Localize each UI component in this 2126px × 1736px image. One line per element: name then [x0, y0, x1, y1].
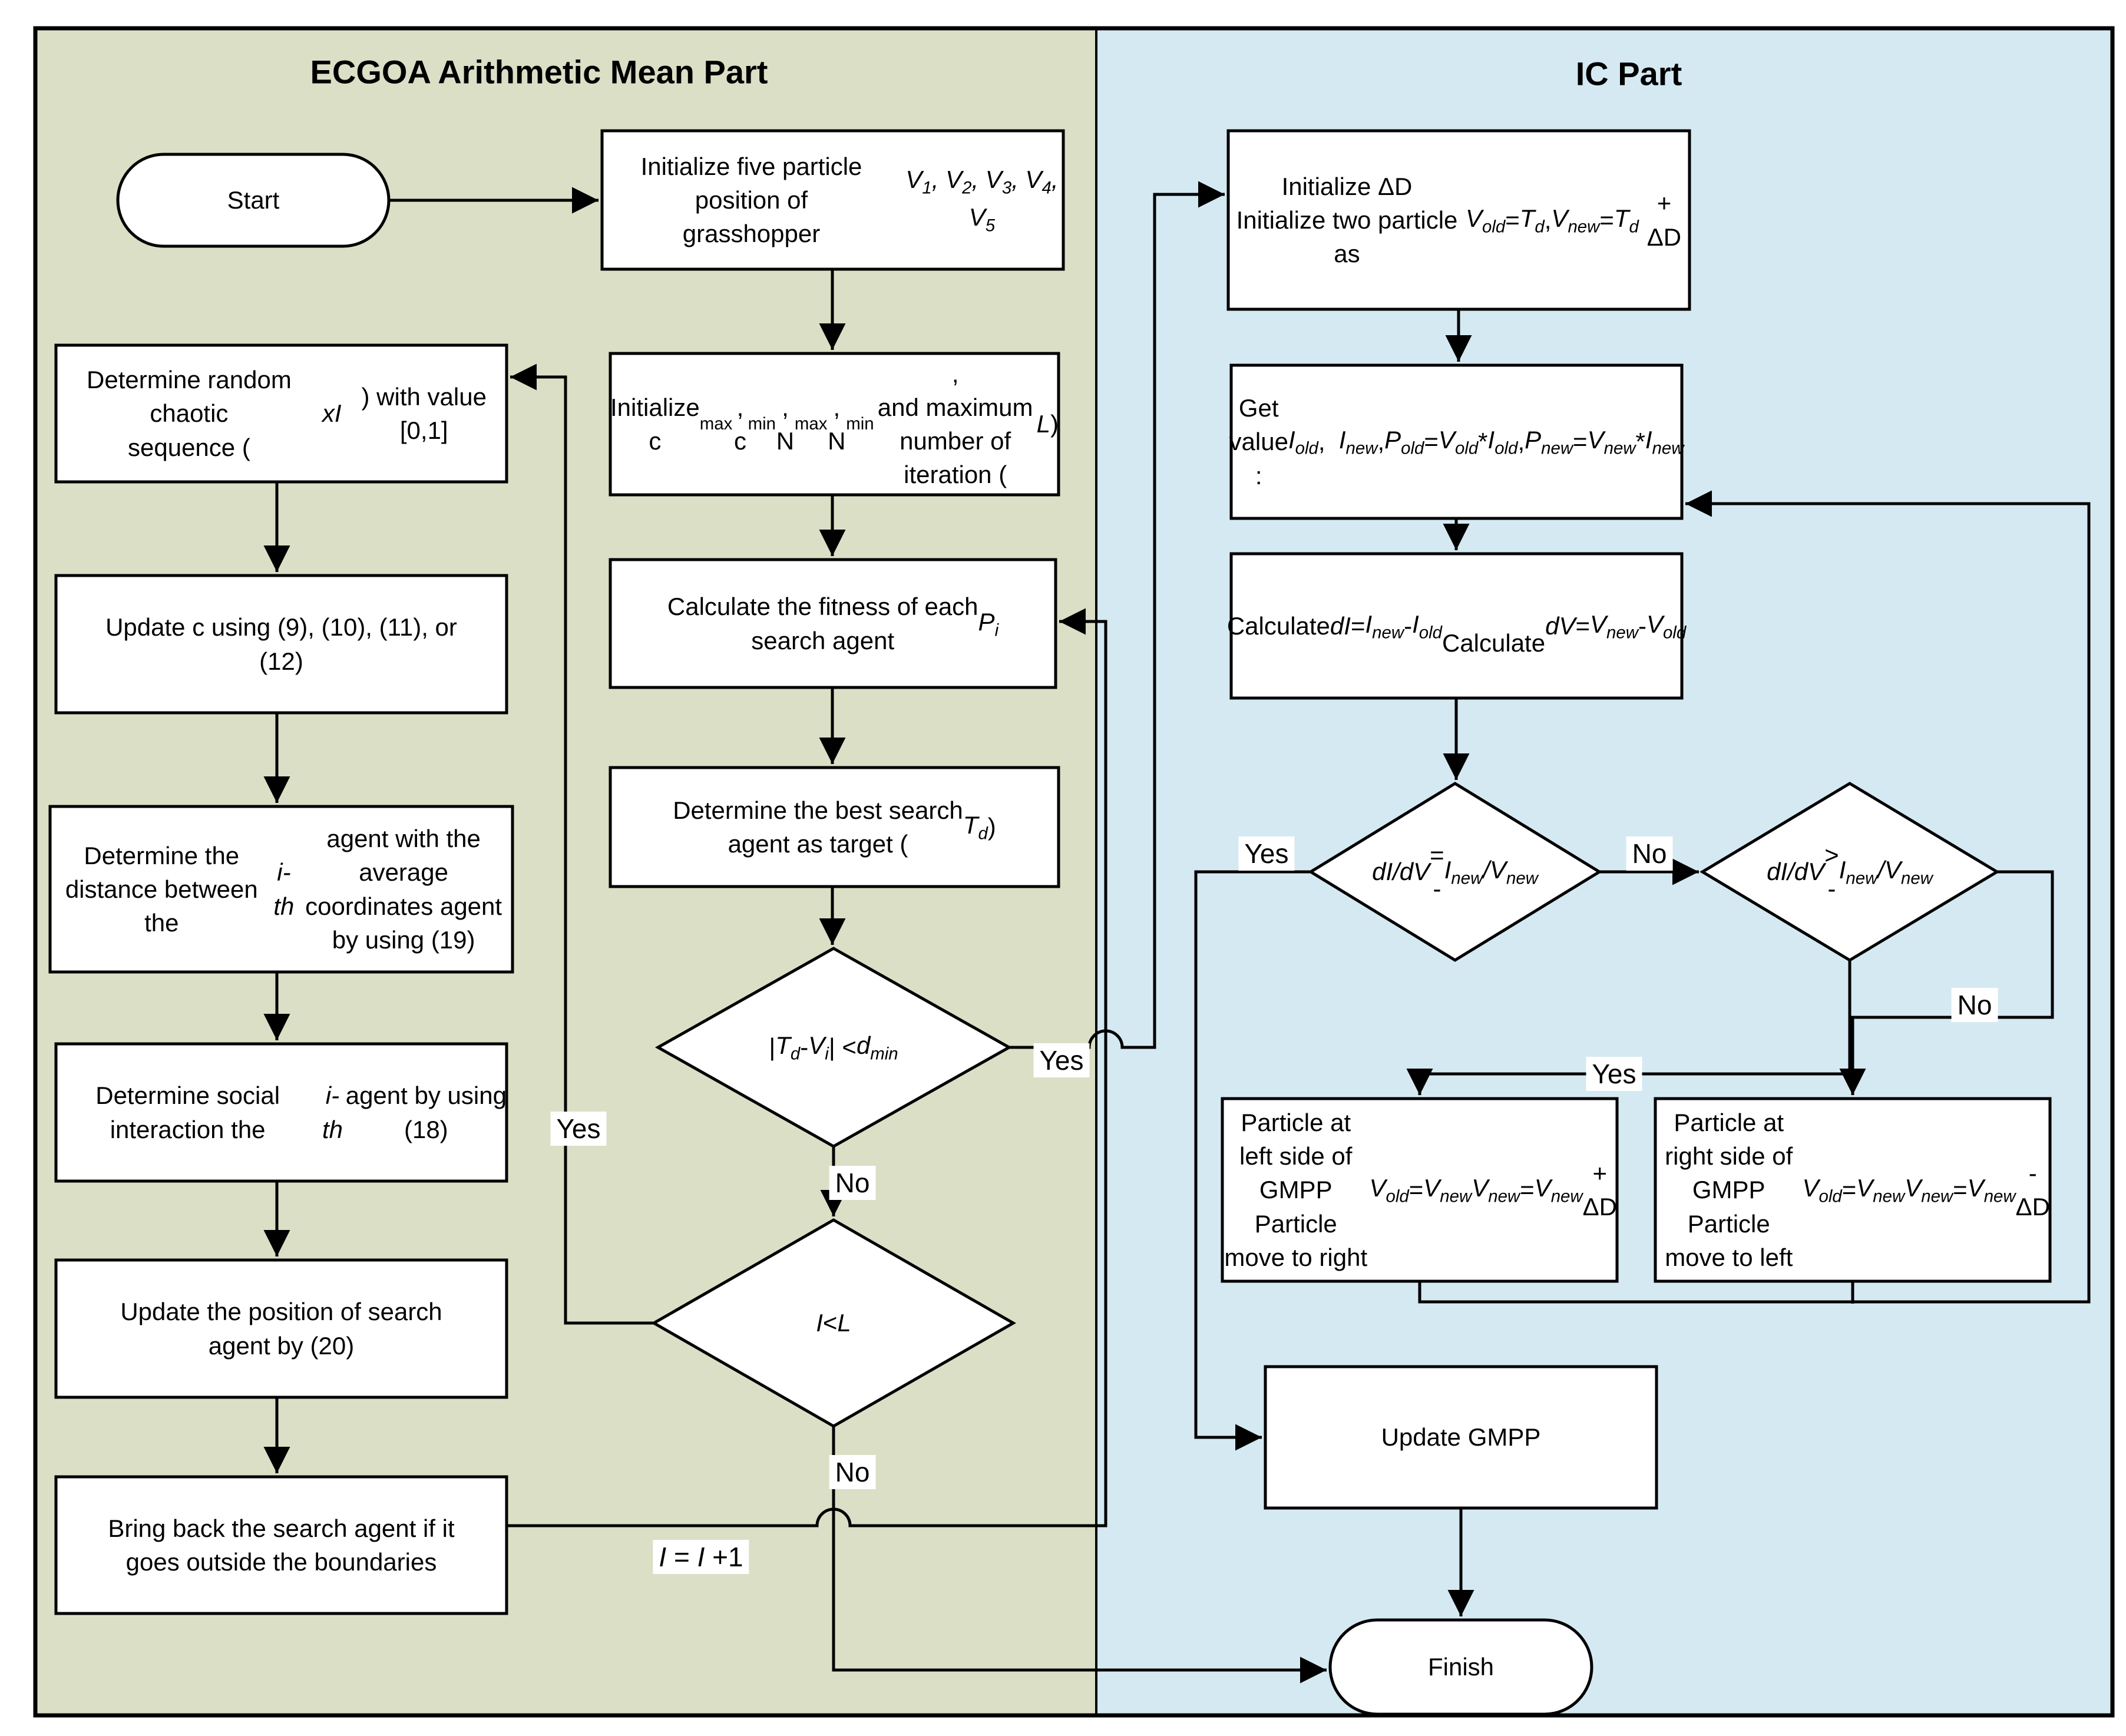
edge-dmin-yes-to-ic-init: [1009, 181, 1225, 1049]
didv-greater-no-label: No: [1951, 988, 1998, 1022]
right-gmpp-box-shape: [1654, 1097, 2052, 1283]
didv-equal-decision-shape: [1308, 782, 1602, 962]
edge-didv-greater-no-to-right-gmpp: [1839, 870, 2054, 1095]
start-terminator-shape: [116, 153, 391, 248]
didv-greater-yes-label: Yes: [1586, 1057, 1642, 1091]
chaotic-box-shape: [54, 343, 508, 484]
edge-iteration-no-to-finish: [832, 1426, 1327, 1684]
iteration-decision-shape: [650, 1218, 1017, 1428]
iteration-increment-label: I = I +1: [653, 1540, 749, 1574]
update-gmpp-box-shape: [1264, 1365, 1658, 1510]
outer-border: [33, 26, 2115, 1718]
dmin-no-label: No: [829, 1166, 876, 1200]
didv-greater-decision-shape: [1700, 782, 2000, 962]
finish-terminator-shape: [1328, 1618, 1593, 1716]
fitness-box-shape: [609, 558, 1057, 689]
dmin-yes-label: Yes: [1033, 1043, 1090, 1077]
best-agent-box-shape: [609, 766, 1060, 888]
edge-bring-back-feedback-to-fitness: [507, 608, 1107, 1527]
didv-equal-yes-label: Yes: [1238, 836, 1295, 871]
didv-equal-no-label: No: [1626, 836, 1673, 871]
edge-iteration-yes-to-chaotic: [510, 363, 654, 1325]
distance-box-shape: [48, 805, 514, 974]
ecgoa-panel-title: ECGOA Arithmetic Mean Part: [310, 53, 768, 91]
left-gmpp-box-shape: [1221, 1097, 1619, 1283]
get-value-box-shape: [1229, 363, 1684, 520]
init-params-box-shape: [609, 352, 1060, 497]
update-position-box-shape: [54, 1258, 508, 1399]
edge-gmpp-feedback-to-get-value: [1418, 490, 2091, 1304]
ic-init-box-shape: [1226, 129, 1691, 311]
init-particles-box-shape: [600, 129, 1065, 271]
edge-didv-equal-yes-to-update-gmpp: [1194, 870, 1311, 1451]
ic-panel-title: IC Part: [1575, 55, 1682, 92]
bring-back-box-shape: [54, 1475, 508, 1615]
update-c-box-shape: [54, 574, 508, 715]
iteration-no-label: No: [829, 1455, 876, 1489]
social-box-shape: [54, 1042, 508, 1183]
dmin-decision-shape: [654, 947, 1013, 1148]
calc-di-dv-box-shape: [1229, 552, 1684, 700]
iteration-yes-label: Yes: [550, 1112, 607, 1146]
